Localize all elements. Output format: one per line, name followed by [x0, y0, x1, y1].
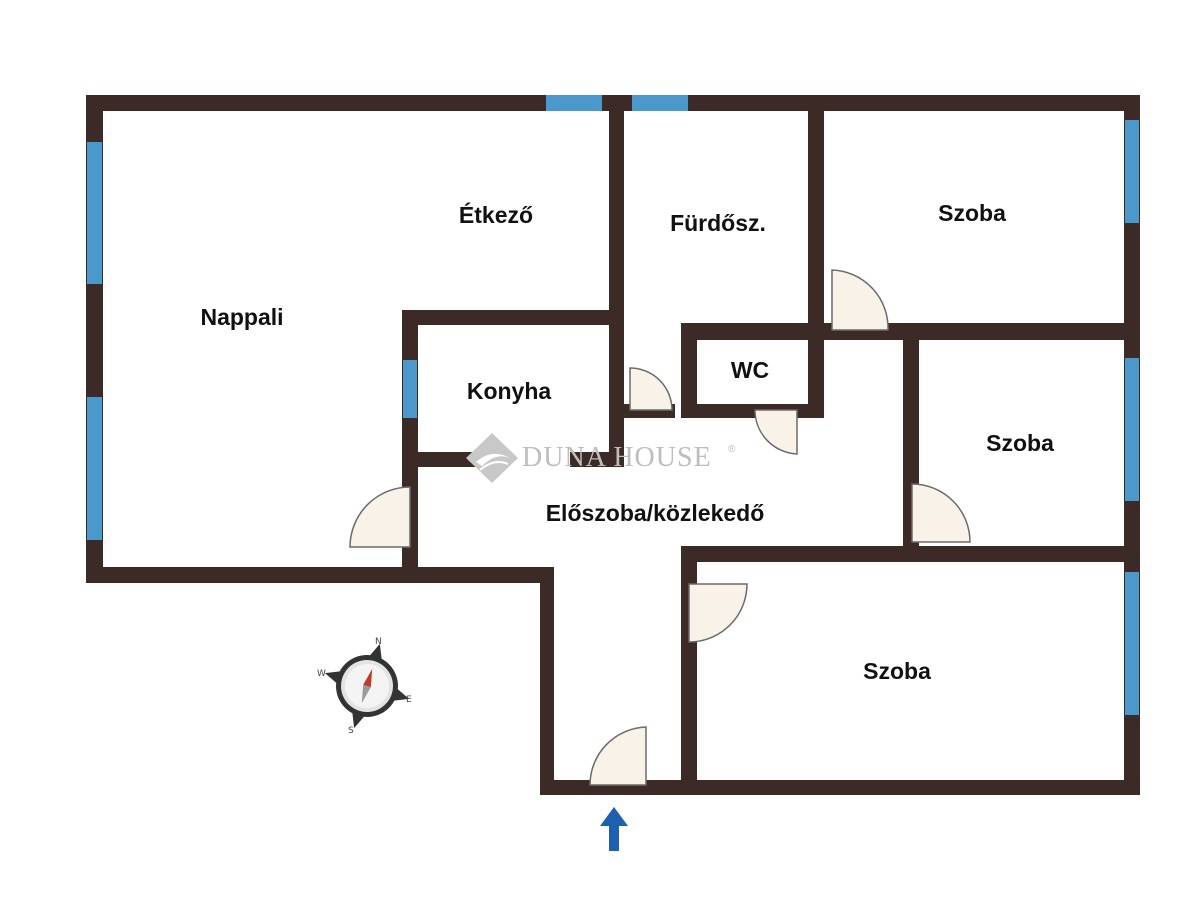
- room-label-szoba-1: Szoba: [938, 200, 1006, 226]
- door: [349, 486, 411, 548]
- room-label-eloszoba: Előszoba/közlekedő: [546, 500, 765, 526]
- window: [87, 142, 102, 284]
- wall-kitchen-bottom: [402, 452, 482, 467]
- door: [911, 483, 971, 543]
- room-label-wc: WC: [731, 357, 769, 383]
- compass-north: N: [375, 637, 382, 647]
- window: [632, 95, 688, 111]
- window: [1125, 120, 1139, 223]
- duna-house-logo-icon: [466, 433, 518, 483]
- room-label-szoba-2: Szoba: [986, 430, 1054, 456]
- room-labels: Étkező Nappali Fürdősz. Szoba Konyha WC …: [200, 200, 1054, 684]
- wall-wc-top: [681, 323, 824, 340]
- door: [754, 409, 798, 455]
- door: [589, 726, 647, 786]
- window: [1125, 572, 1139, 715]
- window: [87, 397, 102, 540]
- window: [1125, 358, 1139, 501]
- wall-bottom-left: [86, 567, 554, 583]
- room-label-furdo: Fürdősz.: [670, 210, 766, 236]
- wall-kitchen-top: [402, 310, 624, 325]
- door: [688, 583, 748, 643]
- compass-icon: [324, 643, 410, 729]
- wall-entry-left: [540, 567, 554, 795]
- wall-wc-left: [681, 323, 697, 418]
- compass-west: W: [317, 669, 326, 679]
- room-label-etkezo: Étkező: [459, 201, 533, 228]
- compass-south: S: [348, 726, 354, 736]
- window: [546, 95, 602, 111]
- windows: [87, 95, 1139, 715]
- door: [629, 367, 673, 411]
- wall-wc-bottom: [681, 404, 824, 418]
- door: [831, 269, 889, 331]
- wall-bath-left: [609, 95, 624, 467]
- watermark: DUNA HOUSE ®: [466, 433, 736, 483]
- watermark-text: DUNA HOUSE: [522, 442, 712, 473]
- watermark-mark: ®: [728, 444, 736, 455]
- room-label-szoba-3: Szoba: [863, 658, 931, 684]
- room-label-konyha: Konyha: [467, 378, 552, 404]
- compass-letters: N E S W: [317, 637, 412, 736]
- wall-bath-right: [808, 95, 824, 418]
- wall-room2-bottom: [681, 546, 1140, 562]
- compass-east: E: [406, 695, 412, 705]
- up-arrow-icon: [600, 807, 628, 851]
- room-label-nappali: Nappali: [200, 304, 283, 330]
- doors: [349, 269, 971, 786]
- wall-room1-bottom: [824, 323, 1140, 340]
- window: [403, 360, 417, 418]
